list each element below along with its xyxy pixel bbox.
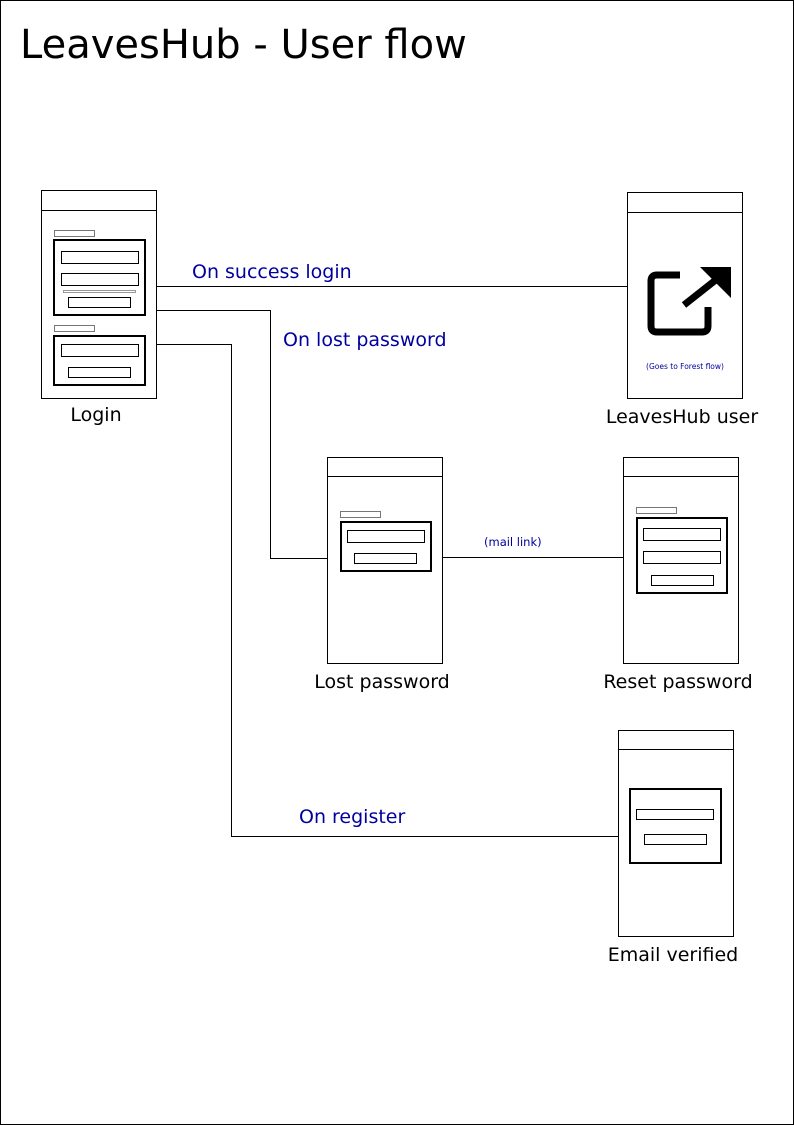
register-form-caption [54,325,95,332]
lost-password-frame [327,457,443,664]
login-form-caption [54,230,95,237]
reset-password-form-box [636,517,728,594]
screen-label-email-verified: Email verified [608,944,739,966]
leaveshub-user-note: (Goes to Forest flow) [646,362,724,371]
external-link-icon [647,267,731,336]
leaveshub-user-frame [627,192,743,399]
connector-lost-password [156,310,328,559]
screen-label-lost-password: Lost password [314,671,449,693]
email-verified-button [644,834,707,845]
screen-lost-password [327,457,443,664]
screen-reset-password [623,457,739,664]
lost-password-form-box [340,521,432,572]
email-verified-form-box [629,788,722,864]
edge-label-success-login: On success login [192,261,352,283]
reset-password-confirm-field [643,551,721,564]
email-verified-message-field [636,809,714,820]
lost-password-form-caption [340,511,381,518]
register-submit-button [68,367,131,378]
screen-label-reset-password: Reset password [603,671,752,693]
page-title: LeavesHub - User flow [20,22,467,68]
edge-label-register: On register [299,806,405,828]
screen-label-login: Login [70,404,121,426]
reset-password-form-caption [636,507,677,514]
screen-label-leaveshub-user: LeavesHub user [606,406,758,428]
email-verified-frame [618,730,734,937]
reset-password-frame [623,457,739,664]
login-form-box [53,239,146,316]
login-frame [41,190,157,399]
edge-label-lost-password: On lost password [283,329,447,351]
register-email-field [61,344,139,357]
lost-password-submit-button [354,553,417,564]
login-divider [63,290,136,293]
edge-label-mail-link: (mail link) [484,535,542,549]
lost-password-email-field [347,530,425,543]
login-password-field [61,273,139,286]
register-form-box [53,335,146,386]
screen-login [41,190,157,399]
screen-leaveshub-user [627,192,743,399]
screen-email-verified [618,730,734,937]
login-submit-button [68,297,131,308]
reset-password-submit-button [651,575,714,586]
reset-password-new-field [643,528,721,541]
connector-register [156,344,619,837]
login-username-field [61,251,139,264]
